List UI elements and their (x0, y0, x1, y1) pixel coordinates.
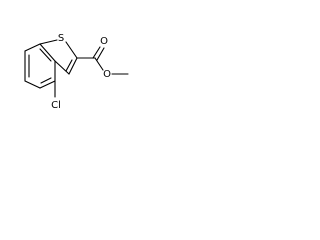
molecule-structure: S Cl O O (24, 33, 129, 111)
bond-c6-c5 (24, 80, 41, 89)
bond-carbonyl-o-double-a (92, 46, 101, 59)
bond-s-c2 (65, 41, 78, 59)
atom-label-carbonyl-oxygen: O (100, 36, 108, 47)
atom-label-chlorine: Cl (51, 100, 61, 111)
bond-c3-c3a (54, 60, 70, 75)
bond-c2-c3 (68, 57, 78, 75)
atom-label-sulfur: S (58, 33, 64, 44)
bond-c2-c3-inner (65, 59, 73, 72)
structure-canvas: S Cl O O (0, 0, 152, 152)
bond-c3a-c7a-inner (39, 48, 52, 62)
bond-carbonyl-ester-o (94, 57, 104, 71)
bond-c5-c4-inner (40, 77, 52, 84)
bond-carbonyl-o-double-b (96, 47, 105, 61)
bond-c5-c4 (39, 80, 56, 89)
bond-c7a-c7 (24, 43, 41, 52)
bond-c3a-c7a (39, 43, 56, 62)
bond-c7a-s (39, 39, 58, 45)
atom-label-ester-oxygen: O (103, 69, 111, 80)
